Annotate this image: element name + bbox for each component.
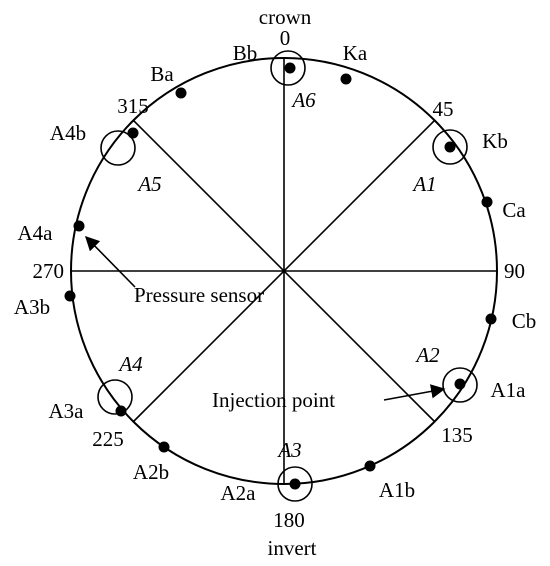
angle-180-label: 180 [273, 508, 305, 532]
point-label-ca: Ca [502, 198, 526, 222]
section-label-a5: A5 [136, 172, 161, 196]
point-label-a3b: A3b [14, 295, 50, 319]
point-label-a2a: A2a [221, 481, 257, 505]
dot-a4b [127, 127, 139, 139]
dot-cb [485, 313, 497, 325]
ring-a4 [97, 379, 133, 415]
ring-a6 [270, 50, 306, 86]
dot-a3b [64, 290, 76, 302]
pressure-sensor-arrow [84, 235, 136, 288]
angle-270-label: 270 [33, 259, 65, 283]
dot-a1a [454, 378, 466, 390]
section-rings [97, 50, 478, 502]
crown-label: crown [259, 5, 312, 29]
point-label-a4b: A4b [50, 121, 86, 145]
point-label-a3a: A3a [49, 399, 85, 423]
dot-a2a [289, 478, 301, 490]
dot-a4a [73, 220, 85, 232]
ring-a1 [432, 129, 468, 165]
section-label-a1: A1 [411, 172, 436, 196]
dot-a2b [158, 441, 170, 453]
dot-ka [340, 73, 352, 85]
angle-90-label: 90 [504, 259, 525, 283]
radial-line-315-135 [132, 119, 436, 423]
section-label-a3: A3 [276, 438, 301, 462]
ring-a5 [100, 130, 136, 166]
dot-ba [175, 87, 187, 99]
point-label-a1a: A1a [491, 378, 527, 402]
point-label-cb: Cb [512, 309, 537, 333]
angle-225-label: 225 [92, 427, 124, 451]
angle-45-label: 45 [433, 97, 454, 121]
point-label-kb: Kb [482, 129, 508, 153]
section-label-a4: A4 [117, 352, 143, 376]
invert-label: invert [268, 536, 317, 560]
annotation-arrows [84, 235, 446, 401]
point-label-bb: Bb [233, 41, 258, 65]
section-label-a6: A6 [290, 88, 316, 112]
point-label-ba: Ba [150, 62, 174, 86]
section-label-a2: A2 [414, 343, 440, 367]
dot-bb [284, 62, 296, 74]
dot-a3a [115, 405, 127, 417]
point-label-a2b: A2b [133, 460, 169, 484]
radial-lines [71, 58, 497, 484]
point-label-a4a: A4a [18, 221, 54, 245]
dot-a1b [364, 460, 376, 472]
dot-kb [444, 141, 456, 153]
injection-point-label: Injection point [212, 388, 335, 412]
angle-315-label: 315 [117, 94, 149, 118]
angle-0-label: 0 [280, 26, 291, 50]
pressure-sensor-label: Pressure sensor [134, 283, 264, 307]
dot-ca [481, 196, 493, 208]
measurement-dots [64, 62, 497, 490]
injection-point-arrow [383, 384, 446, 401]
angle-135-label: 135 [441, 423, 473, 447]
ring-a3 [277, 466, 313, 502]
point-label-a1b: A1b [379, 478, 415, 502]
point-label-ka: Ka [343, 41, 368, 65]
